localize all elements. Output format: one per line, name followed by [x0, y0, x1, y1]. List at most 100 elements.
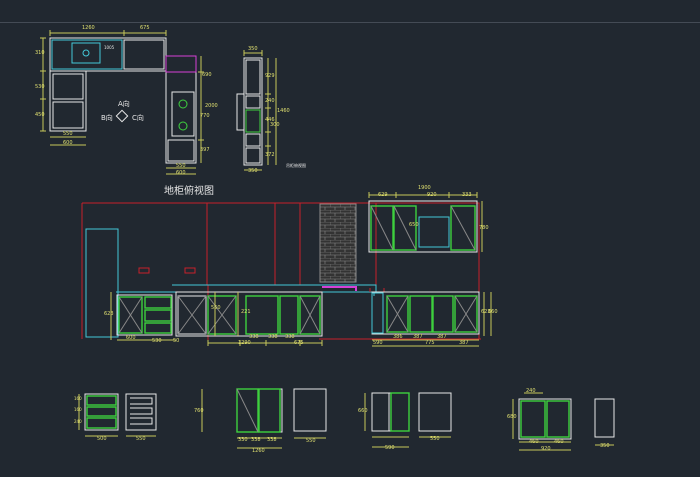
base-right-door-1	[371, 292, 384, 334]
dim-base-m5: 675	[294, 340, 304, 346]
dim-plan-top-1: 1260	[82, 25, 95, 31]
d3-door-1	[371, 392, 390, 432]
base-mid-door-2	[207, 295, 237, 335]
wall-plan-cell-5	[245, 147, 261, 164]
plan-sink-cabinet	[51, 39, 123, 70]
dim-d4-total: 920	[541, 446, 551, 452]
dim-plan-right-4: 397	[200, 147, 210, 153]
dim-base-m2: 338	[249, 334, 259, 340]
wall-plan-column	[243, 57, 263, 166]
dim-base-mid-h: 560	[211, 305, 221, 311]
dim-plan-inner: 1005	[104, 45, 115, 50]
elev-dim-wall-top	[368, 192, 478, 198]
d3-door-2	[390, 392, 410, 432]
dim-base-mid-h2: 221	[241, 309, 251, 315]
dim-base-r6: 387	[459, 340, 469, 346]
d4-door-2	[546, 400, 570, 438]
base-right-door-5	[454, 295, 478, 333]
dim-col-r6: 1460	[277, 108, 290, 114]
dim-d4-w1: 460	[529, 439, 539, 445]
wall-door-4	[450, 205, 476, 251]
dim-d3-w: 590	[385, 445, 395, 451]
wall-cabinet-plan	[236, 50, 277, 171]
outlet-1	[138, 267, 150, 274]
plan-right-bottom	[167, 139, 195, 162]
dim-plan-bottom-1: 550	[63, 131, 73, 137]
dim-d2-w1: 330	[238, 437, 248, 443]
dim-plan-left-1: 310	[35, 50, 45, 56]
dim-base-r2: 386	[393, 334, 403, 340]
elev-dim-bottom-mid	[207, 340, 323, 346]
d4-side	[594, 398, 615, 438]
d4-dim	[512, 392, 614, 451]
plan-hob	[171, 91, 195, 137]
dim-base-m3: 338	[268, 334, 278, 340]
wall-plan-cell-1	[245, 59, 261, 95]
dim-base-r3: 387	[413, 334, 423, 340]
elevation	[81, 192, 492, 347]
dim-col-top: 350	[248, 46, 258, 52]
dim-wall-top-b: 920	[427, 192, 437, 198]
base-right-door-2	[386, 295, 409, 333]
dim-d4-w2: 460	[554, 439, 564, 445]
dim-base-r1: 590	[373, 340, 383, 346]
d1-drawer-3	[86, 417, 117, 429]
wall-door-diagonals	[370, 205, 476, 251]
wall-plan-dim-right	[265, 58, 271, 165]
d2-door-1	[236, 388, 259, 433]
wall-plan-cell-3	[245, 109, 261, 133]
dim-base-left-h: 623	[104, 311, 114, 317]
plan-sink-drain	[82, 49, 90, 57]
dim-base-r4: 387	[437, 334, 447, 340]
plan-dim-left	[40, 37, 46, 132]
dim-d1-w: 500	[97, 436, 107, 442]
dim-d1-h2: 160	[74, 407, 82, 412]
dim-plan-left-3: 450	[35, 112, 45, 118]
dim-d2-total: 1260	[252, 448, 265, 454]
base-right-door-4	[432, 295, 454, 333]
dim-d1-h1: 160	[74, 396, 82, 401]
dim-d2-w2: 338	[251, 437, 261, 443]
dim-col-r2: 240	[265, 98, 275, 104]
brick-wall	[319, 203, 357, 283]
wall-door-3	[418, 216, 450, 248]
view-label-a: A向	[118, 100, 130, 108]
d2-side	[293, 388, 327, 432]
dim-plan-right-b1: 550	[176, 163, 186, 169]
dim-wall-top: 1900	[418, 185, 431, 191]
dim-plan-right-2: 2000	[205, 103, 218, 109]
plan-top-right-cab	[123, 39, 165, 70]
view-label-c: C向	[132, 114, 144, 122]
dim-plan-right-3: 770	[200, 113, 210, 119]
dim-col-bottom: 350	[248, 168, 258, 174]
dim-d4-h: 680	[507, 414, 517, 420]
dim-base-right-h: 623	[481, 309, 491, 315]
d1-dim	[78, 394, 156, 437]
dim-plan-left-2: 530	[35, 84, 45, 90]
dim-col-r3: 446	[265, 117, 275, 123]
dim-d2-w3: 338	[267, 437, 277, 443]
dim-plan-right-1: 690	[202, 72, 212, 78]
elev-dim-bottom-right	[372, 339, 479, 347]
view-label-b: B向	[101, 114, 113, 122]
dim-base-b1: 600	[126, 335, 136, 341]
plan-left-column	[49, 70, 87, 132]
plan-dim-right-b	[166, 167, 196, 175]
elev-dim-mid-v	[214, 292, 239, 336]
floor-cabinet-plan	[40, 30, 204, 175]
plan-burner-1	[178, 99, 188, 109]
wall-plan-cell-4	[245, 133, 261, 147]
base-mid-door-1	[177, 295, 207, 335]
dim-d2-side: 550	[306, 438, 316, 444]
dim-d1-w2: 550	[136, 436, 146, 442]
plan-dim-bottom	[50, 136, 86, 146]
dim-plan-top-2: 675	[140, 25, 150, 31]
base-left-frame	[116, 294, 173, 336]
dim-d1-h3: 240	[74, 419, 82, 424]
d2-dim	[201, 389, 326, 449]
d2-diag	[236, 388, 259, 433]
dim-d3-h: 660	[358, 408, 368, 414]
plan-title: 地柜俯视图	[164, 186, 214, 197]
base-drawer-2	[144, 309, 172, 322]
